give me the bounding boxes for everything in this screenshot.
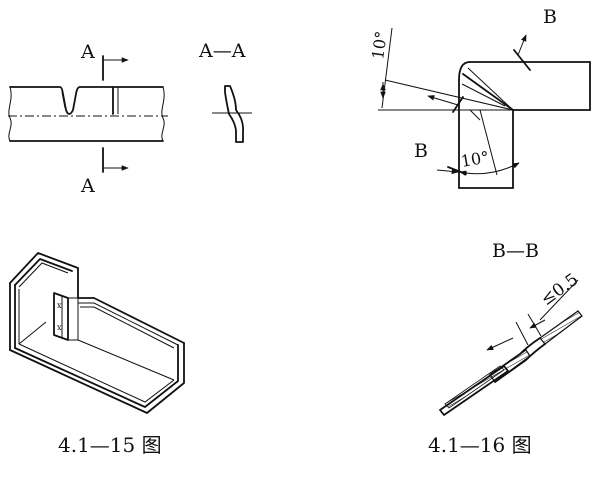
fig16-view-label-left: B — [414, 140, 428, 162]
fig16-section-title: B—B — [492, 240, 539, 262]
fig16-section-view — [439, 279, 583, 416]
fig15-mark-2: x — [57, 323, 62, 332]
fig16-corner-view — [458, 61, 591, 189]
fig15-section-title: A—A — [198, 40, 246, 62]
fig15-isometric-box — [9, 252, 185, 414]
fig16-angle-top — [378, 27, 514, 111]
fig16-dimension-label: ≤0.5 — [537, 270, 582, 310]
fig16-angle-bottom-label: 10° — [459, 147, 490, 171]
fig16-angle-top-label: 10° — [368, 30, 391, 61]
fig15-section-view — [212, 85, 252, 143]
fig16-caption: 4.1—16 图 — [428, 433, 532, 457]
fig15-section-label-top: A — [80, 41, 95, 63]
fig16-view-label-top: B — [543, 6, 557, 28]
fig15-section-marker-bottom — [102, 147, 129, 173]
fig16-view-arrow-left — [427, 95, 467, 175]
fig15-caption: 4.1—15 图 — [58, 433, 162, 457]
fig15-front-view — [8, 86, 168, 142]
fig15-mark-1: x — [57, 301, 62, 310]
fig15-section-marker-top — [102, 55, 129, 81]
fig15-section-label-bottom: A — [80, 175, 95, 197]
fig16-view-arrow-top — [513, 34, 531, 71]
